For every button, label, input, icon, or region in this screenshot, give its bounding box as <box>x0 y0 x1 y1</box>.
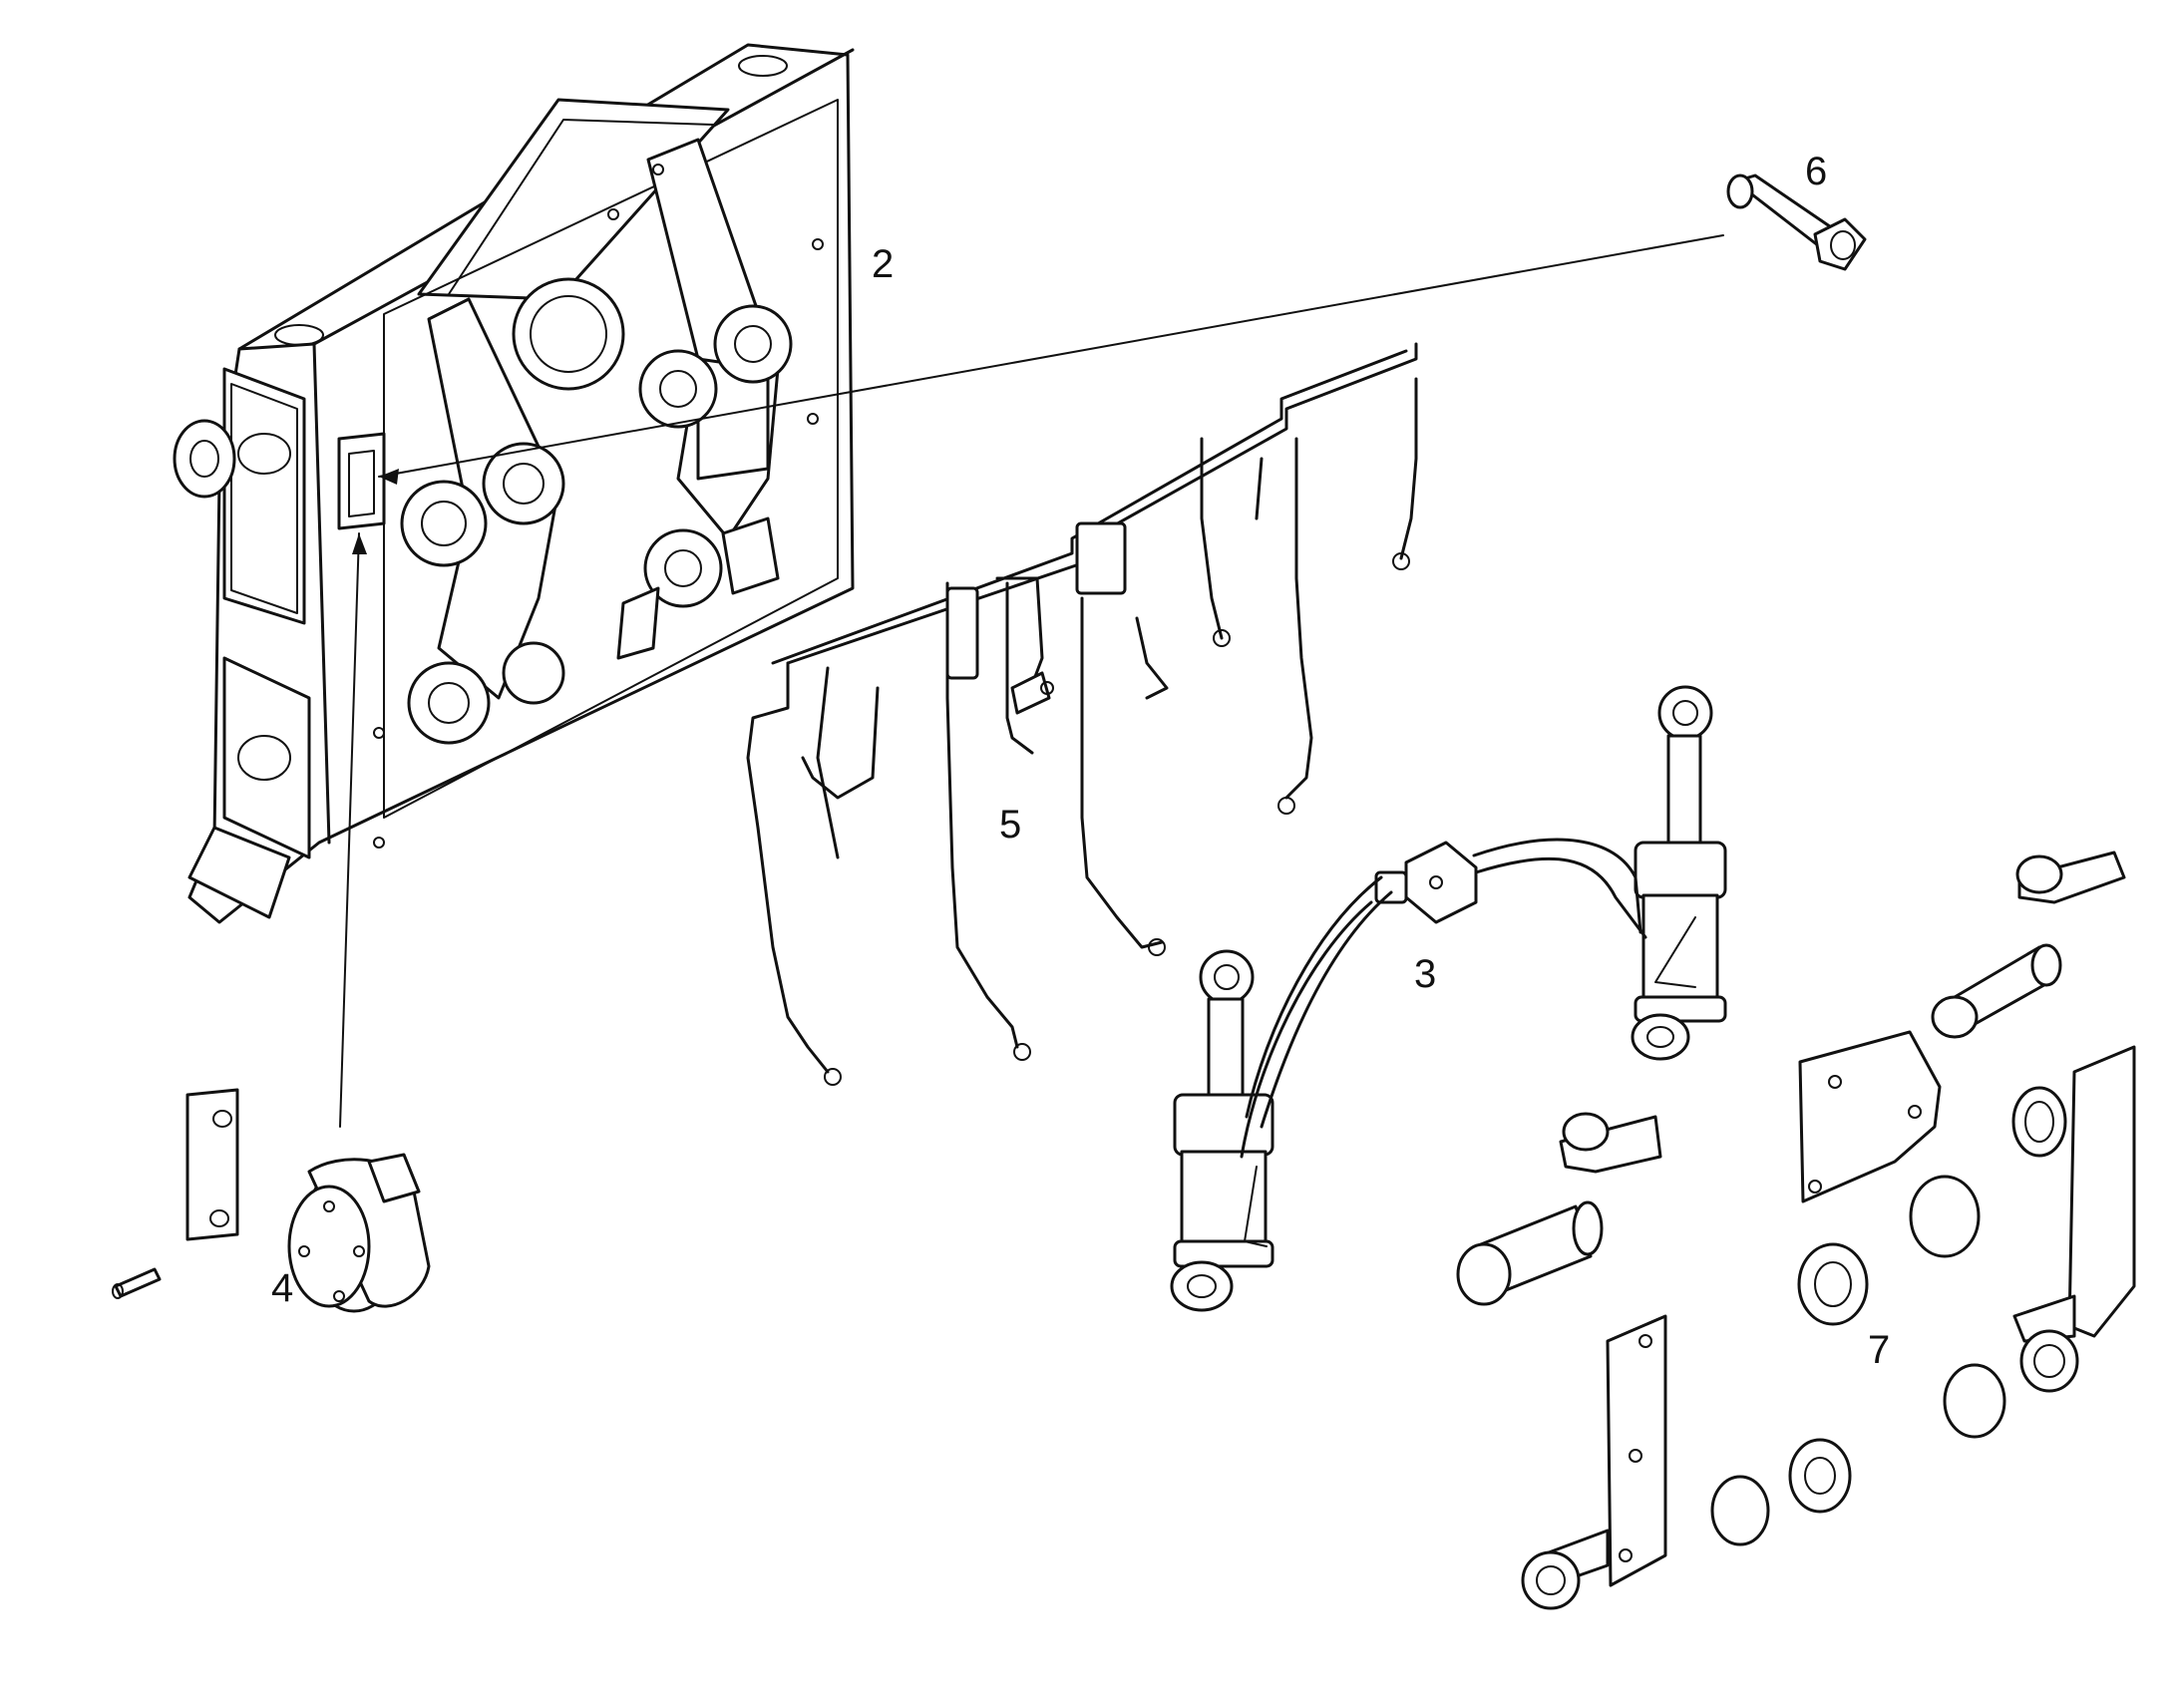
hydraulic-cylinders-part <box>1170 685 1727 1312</box>
hydraulic-fitting-part <box>1726 173 1867 271</box>
callout-label-4: 4 <box>271 1266 293 1310</box>
callout-numbers: 2 3 4 5 6 7 <box>271 150 1890 1372</box>
callout-label-3: 3 <box>1414 952 1436 996</box>
leader-lines <box>339 234 1724 1128</box>
callout-label-7: 7 <box>1868 1328 1890 1372</box>
pins-and-covers-part <box>1456 851 2136 1610</box>
callout-label-6: 6 <box>1805 150 1827 193</box>
main-frame-part <box>173 43 855 924</box>
callout-label-5: 5 <box>999 803 1021 847</box>
cover-plate-part <box>112 1088 431 1313</box>
wiring-harness-part <box>746 342 1418 1086</box>
callout-label-2: 2 <box>872 242 894 286</box>
